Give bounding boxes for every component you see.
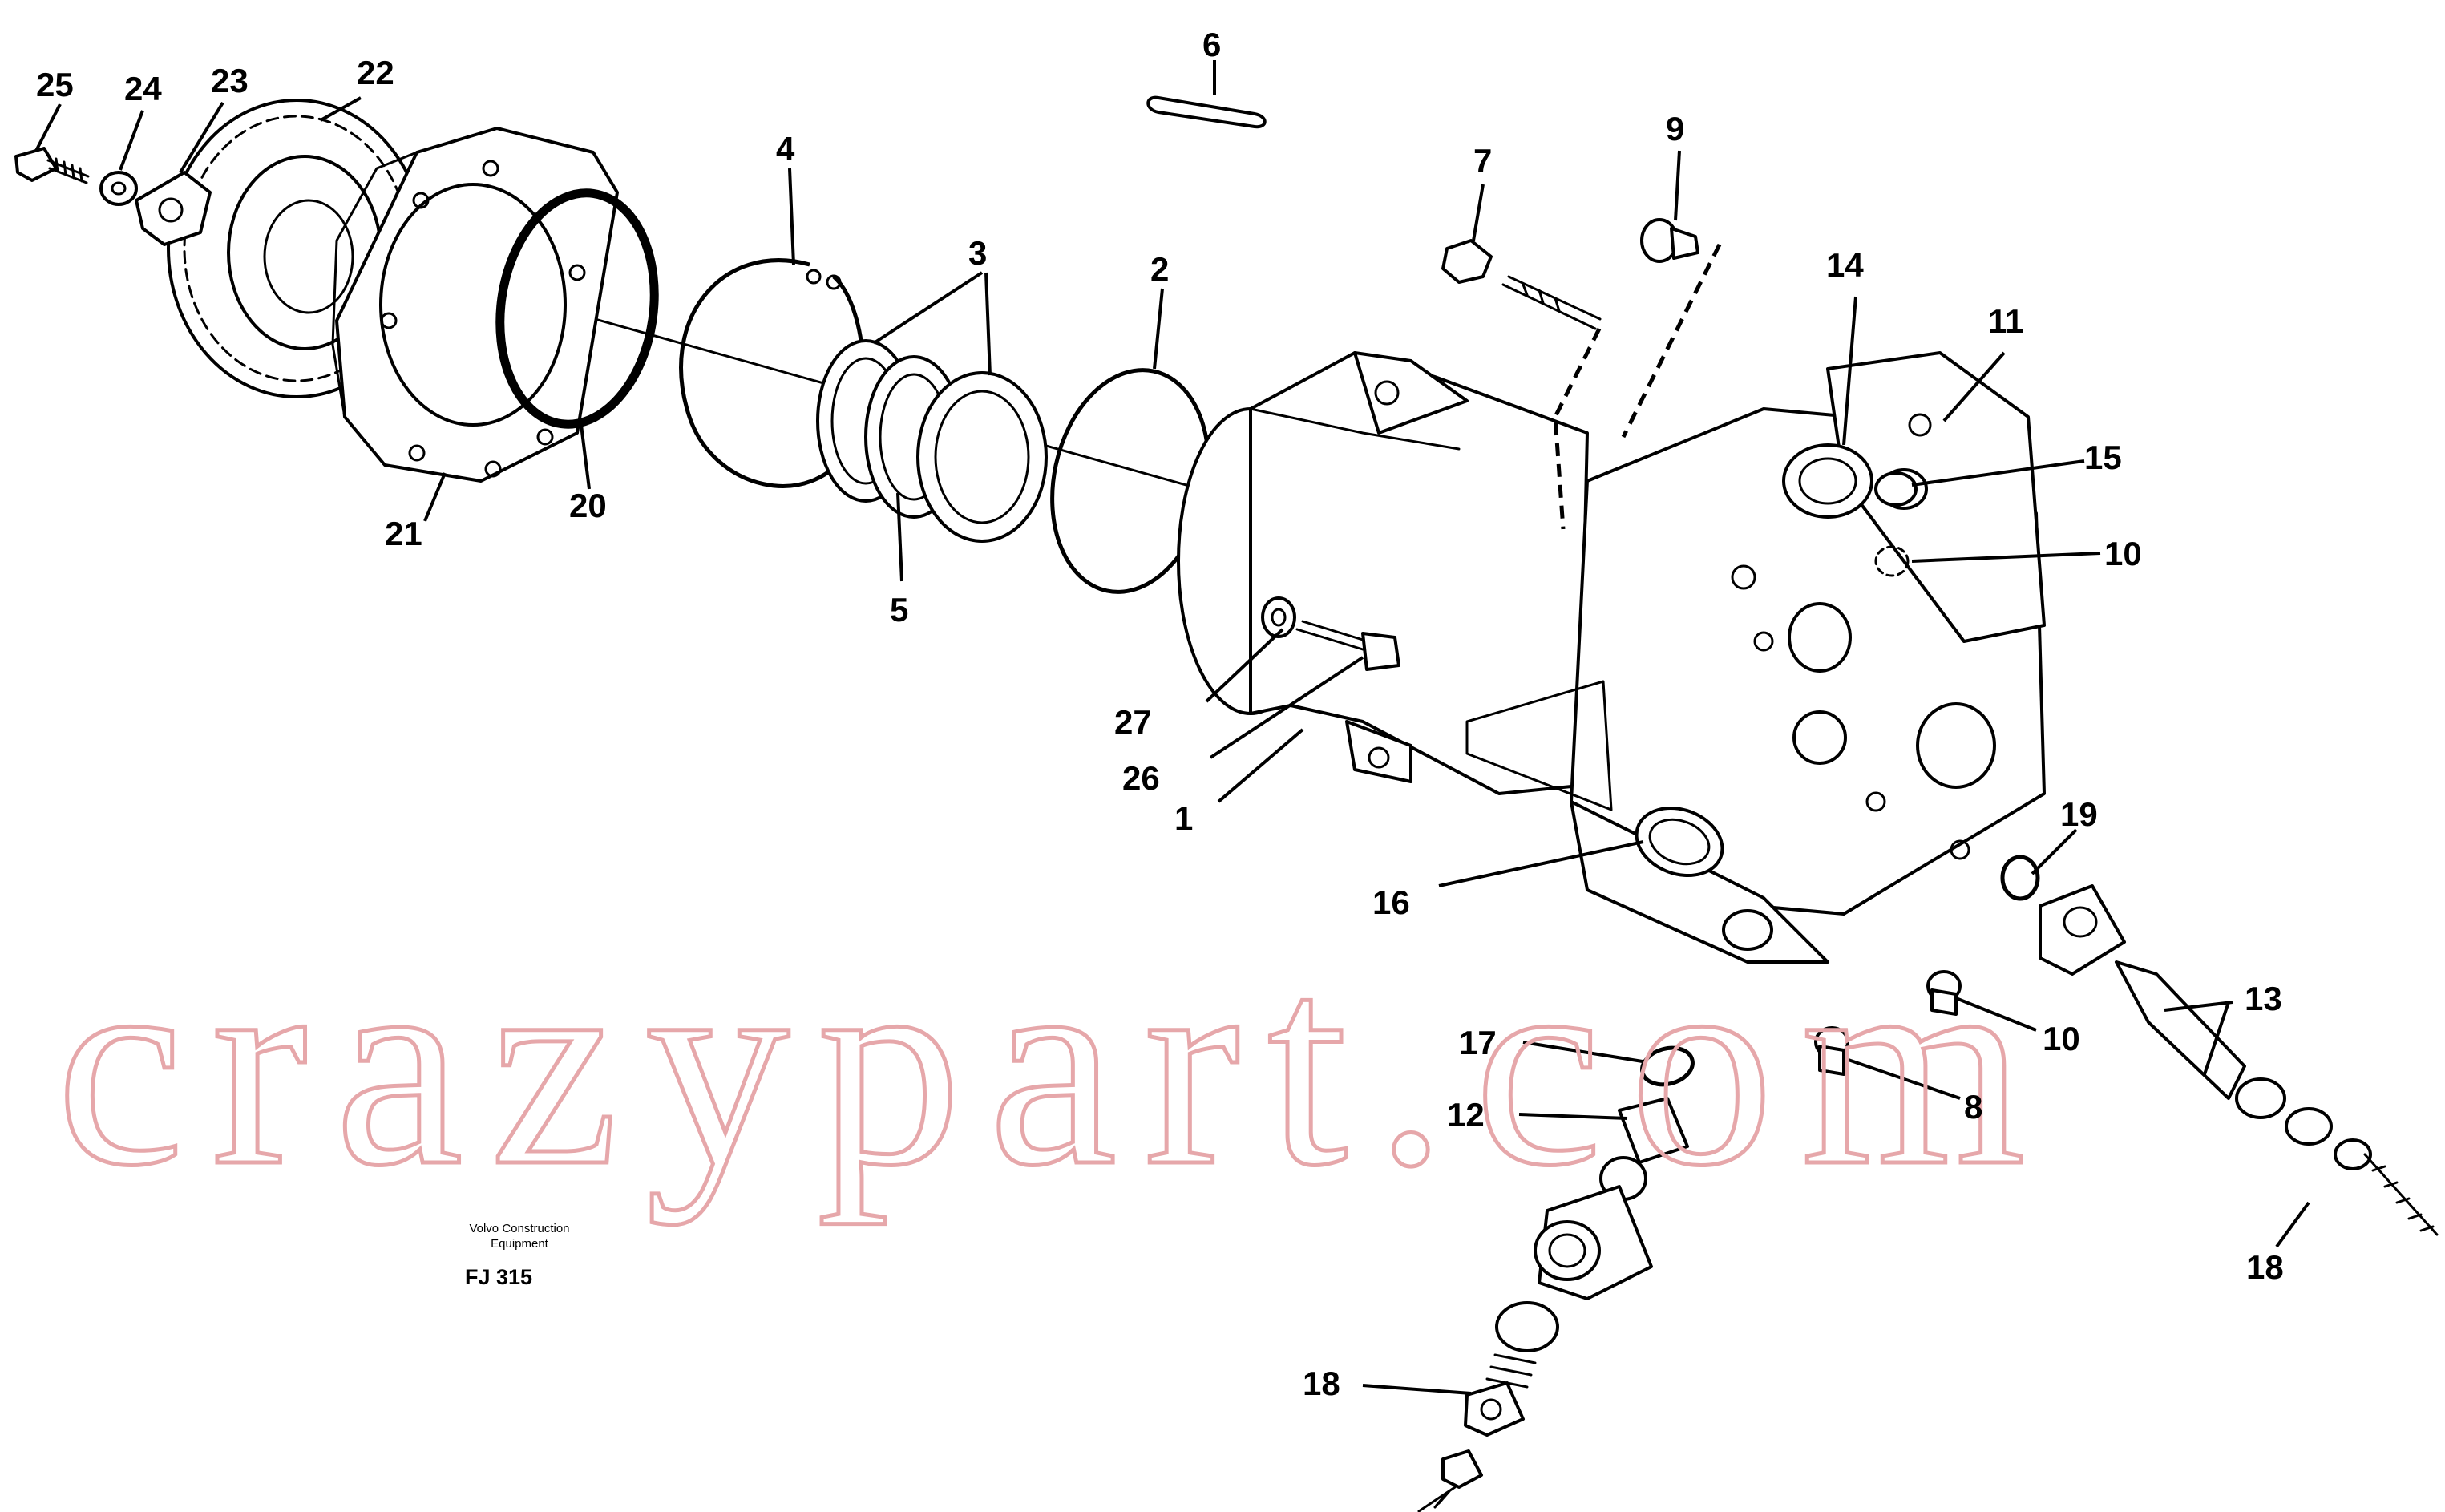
- o-ring-20: [495, 188, 659, 429]
- plug-9: [1640, 218, 1699, 263]
- part-label-8: 8: [1964, 1088, 1982, 1126]
- part-label-5: 5: [890, 591, 908, 629]
- part-label-4: 4: [776, 130, 795, 168]
- part-label-24: 24: [124, 70, 162, 107]
- washer-24: [99, 171, 138, 206]
- company-name-line2: Equipment: [491, 1237, 549, 1251]
- part-label-11: 11: [1988, 302, 2023, 340]
- part-label-18-right: 18: [2246, 1248, 2284, 1286]
- key-6: [1146, 95, 1267, 129]
- pump-housing-1: [1177, 351, 1589, 795]
- part-label-16: 16: [1372, 883, 1410, 921]
- part-label-1: 1: [1174, 799, 1193, 837]
- part-label-10-upper: 10: [2104, 535, 2142, 572]
- screw-25: [14, 147, 90, 184]
- part-number-labels: 25 24 23 22 21 20 4 3 5 2 6 7 9 14 11 15…: [36, 26, 2284, 1402]
- part-label-7: 7: [1473, 142, 1492, 180]
- bolt-26-washer-27: [1261, 596, 1400, 671]
- part-label-25: 25: [36, 66, 74, 103]
- dashed-line-7: [1553, 327, 1602, 530]
- watermark-text: crazypart.com: [56, 905, 2053, 1226]
- part-label-23: 23: [211, 62, 249, 99]
- part-label-20: 20: [569, 487, 607, 524]
- part-label-22: 22: [357, 54, 394, 91]
- retaining-plate-23: [135, 171, 212, 246]
- part-label-12: 12: [1447, 1096, 1485, 1134]
- part-label-18-lower: 18: [1303, 1364, 1340, 1402]
- part-label-13: 13: [2245, 980, 2282, 1017]
- parts-drawing: [14, 95, 2439, 1512]
- seal-set-3: [816, 339, 1048, 543]
- plug-10-upper: [1874, 545, 1910, 577]
- part-label-26: 26: [1122, 759, 1160, 797]
- plug-8: [1814, 1026, 1849, 1076]
- valve-block: [1465, 351, 2046, 964]
- valve-assembly-13: [2000, 855, 2439, 1236]
- part-label-10-lower: 10: [2043, 1020, 2080, 1057]
- drawing-code: FJ 315: [465, 1265, 532, 1289]
- part-label-3: 3: [968, 234, 987, 272]
- part-label-2: 2: [1150, 250, 1169, 288]
- nut-7: [1441, 239, 1602, 330]
- plug-10-lower: [1926, 970, 1962, 1016]
- drawing-footer: Volvo Construction Equipment FJ 315: [465, 1222, 570, 1289]
- part-label-6: 6: [1202, 26, 1221, 63]
- part-label-19: 19: [2060, 795, 2098, 833]
- part-label-21: 21: [385, 515, 422, 552]
- valve-assembly-12: [1417, 1045, 1695, 1512]
- dashed-line-9: [1621, 243, 1722, 439]
- part-label-9: 9: [1666, 110, 1684, 148]
- seal-15: [1874, 471, 1918, 507]
- company-name-line1: Volvo Construction: [469, 1222, 569, 1235]
- leader-lines: [34, 60, 2310, 1395]
- part-label-17: 17: [1459, 1024, 1497, 1061]
- part-label-27: 27: [1114, 703, 1152, 741]
- part-label-14: 14: [1826, 246, 1864, 284]
- part-label-15: 15: [2084, 439, 2122, 476]
